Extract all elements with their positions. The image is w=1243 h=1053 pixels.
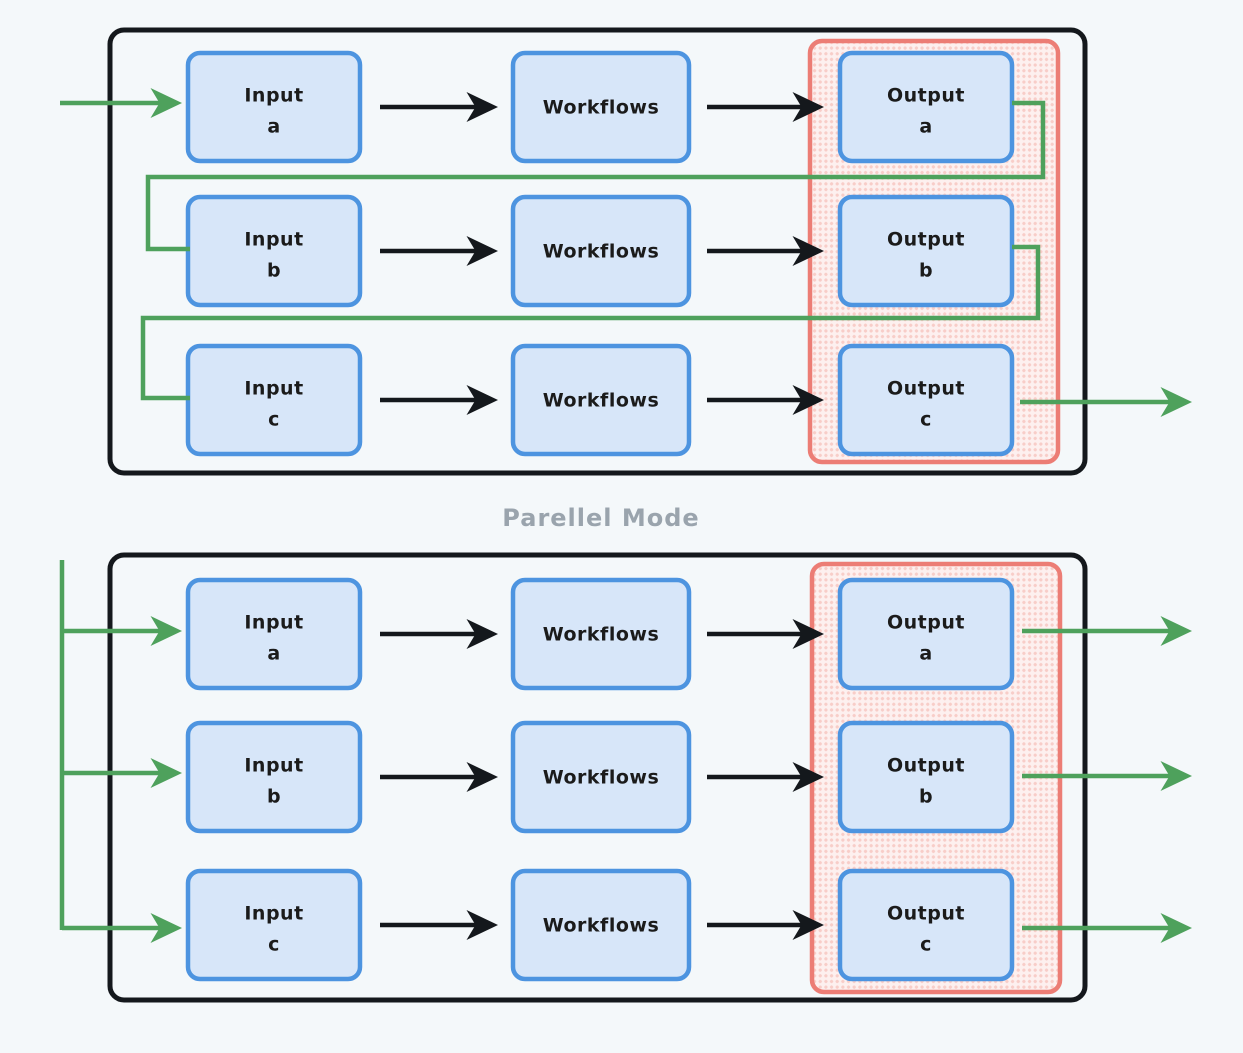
top-output-b-title: Output — [887, 229, 965, 251]
bottom-output-b-box[interactable] — [837, 720, 1015, 834]
mode-label: Parellel Mode — [502, 504, 699, 532]
top-input-b-node[interactable]: Input b — [185, 194, 363, 308]
top-workflows-c-title: Workflows — [543, 390, 660, 412]
top-output-a-node[interactable]: Output a — [837, 50, 1015, 164]
top-input-b-title: Input — [244, 229, 303, 251]
top-output-c-subtitle: c — [920, 409, 932, 431]
top-input-a-title: Input — [244, 85, 303, 107]
bottom-workflows-c-box[interactable] — [510, 868, 692, 982]
top-edge-output-a-to-input-b-feedback — [145, 100, 1046, 252]
bottom-input-a-title: Input — [244, 612, 303, 634]
bottom-output-c-subtitle: c — [920, 934, 932, 956]
top-workflows-a-box[interactable] — [510, 50, 692, 164]
top-edge-output-b-to-input-c-feedback — [140, 244, 1041, 401]
top-output-a-title: Output — [887, 85, 965, 107]
bottom-output-a-node[interactable]: Output a — [837, 577, 1015, 691]
top-input-a-box[interactable] — [185, 50, 363, 164]
top-workflows-c-node[interactable]: Workflows — [510, 343, 692, 457]
top-input-b-box[interactable] — [185, 194, 363, 308]
top-output-b-box[interactable] — [837, 194, 1015, 308]
bottom-workflows-a-title: Workflows — [543, 624, 660, 646]
top-workflows-a-title: Workflows — [543, 97, 660, 119]
bottom-output-b-node[interactable]: Output b — [837, 720, 1015, 834]
top-diagram: Input a Workflows Output a Input b Workf… — [60, 27, 1192, 476]
top-input-c-box[interactable] — [185, 343, 363, 457]
bottom-output-a-box[interactable] — [837, 577, 1015, 691]
top-input-c-node[interactable]: Input c — [185, 343, 363, 457]
top-output-c-title: Output — [887, 378, 965, 400]
top-workflows-b-title: Workflows — [543, 241, 660, 263]
bottom-output-c-node[interactable]: Output c — [837, 868, 1015, 982]
bottom-output-b-title: Output — [887, 755, 965, 777]
bottom-input-c-box[interactable] — [185, 868, 363, 982]
top-input-c-title: Input — [244, 378, 303, 400]
bottom-input-b-title: Input — [244, 755, 303, 777]
top-output-b-node[interactable]: Output b — [837, 194, 1015, 308]
top-output-c-node[interactable]: Output c — [837, 343, 1015, 457]
top-workflows-b-box[interactable] — [510, 194, 692, 308]
bottom-input-a-node[interactable]: Input a — [185, 577, 363, 691]
bottom-workflows-c-node[interactable]: Workflows — [510, 868, 692, 982]
bottom-input-c-subtitle: c — [268, 934, 280, 956]
top-output-b-subtitle: b — [919, 260, 933, 282]
bottom-output-c-box[interactable] — [837, 868, 1015, 982]
bottom-workflows-c-title: Workflows — [543, 915, 660, 937]
bottom-output-b-subtitle: b — [919, 786, 933, 808]
bottom-diagram: Input a Workflows Output a Input b Workf… — [59, 552, 1192, 1003]
bottom-workflows-b-title: Workflows — [543, 767, 660, 789]
bottom-output-c-title: Output — [887, 903, 965, 925]
bottom-input-b-box[interactable] — [185, 720, 363, 834]
top-output-a-subtitle: a — [919, 116, 932, 138]
top-workflows-a-node[interactable]: Workflows — [510, 50, 692, 164]
bottom-input-c-node[interactable]: Input c — [185, 868, 363, 982]
top-workflows-b-node[interactable]: Workflows — [510, 194, 692, 308]
top-output-c-box[interactable] — [837, 343, 1015, 457]
top-input-b-subtitle: b — [267, 260, 281, 282]
bottom-workflows-a-box[interactable] — [510, 577, 692, 691]
top-input-c-subtitle: c — [268, 409, 280, 431]
bottom-workflows-b-box[interactable] — [510, 720, 692, 834]
bottom-workflows-b-node[interactable]: Workflows — [510, 720, 692, 834]
bottom-input-a-subtitle: a — [267, 643, 280, 665]
bottom-input-a-box[interactable] — [185, 577, 363, 691]
bottom-output-a-title: Output — [887, 612, 965, 634]
bottom-input-c-title: Input — [244, 903, 303, 925]
bottom-workflows-a-node[interactable]: Workflows — [510, 577, 692, 691]
bottom-input-b-node[interactable]: Input b — [185, 720, 363, 834]
top-output-a-box[interactable] — [837, 50, 1015, 164]
top-system-boundary — [107, 27, 1088, 476]
top-input-a-node[interactable]: Input a — [185, 50, 363, 164]
top-workflows-c-box[interactable] — [510, 343, 692, 457]
bottom-output-a-subtitle: a — [919, 643, 932, 665]
top-input-a-subtitle: a — [267, 116, 280, 138]
bottom-input-b-subtitle: b — [267, 786, 281, 808]
